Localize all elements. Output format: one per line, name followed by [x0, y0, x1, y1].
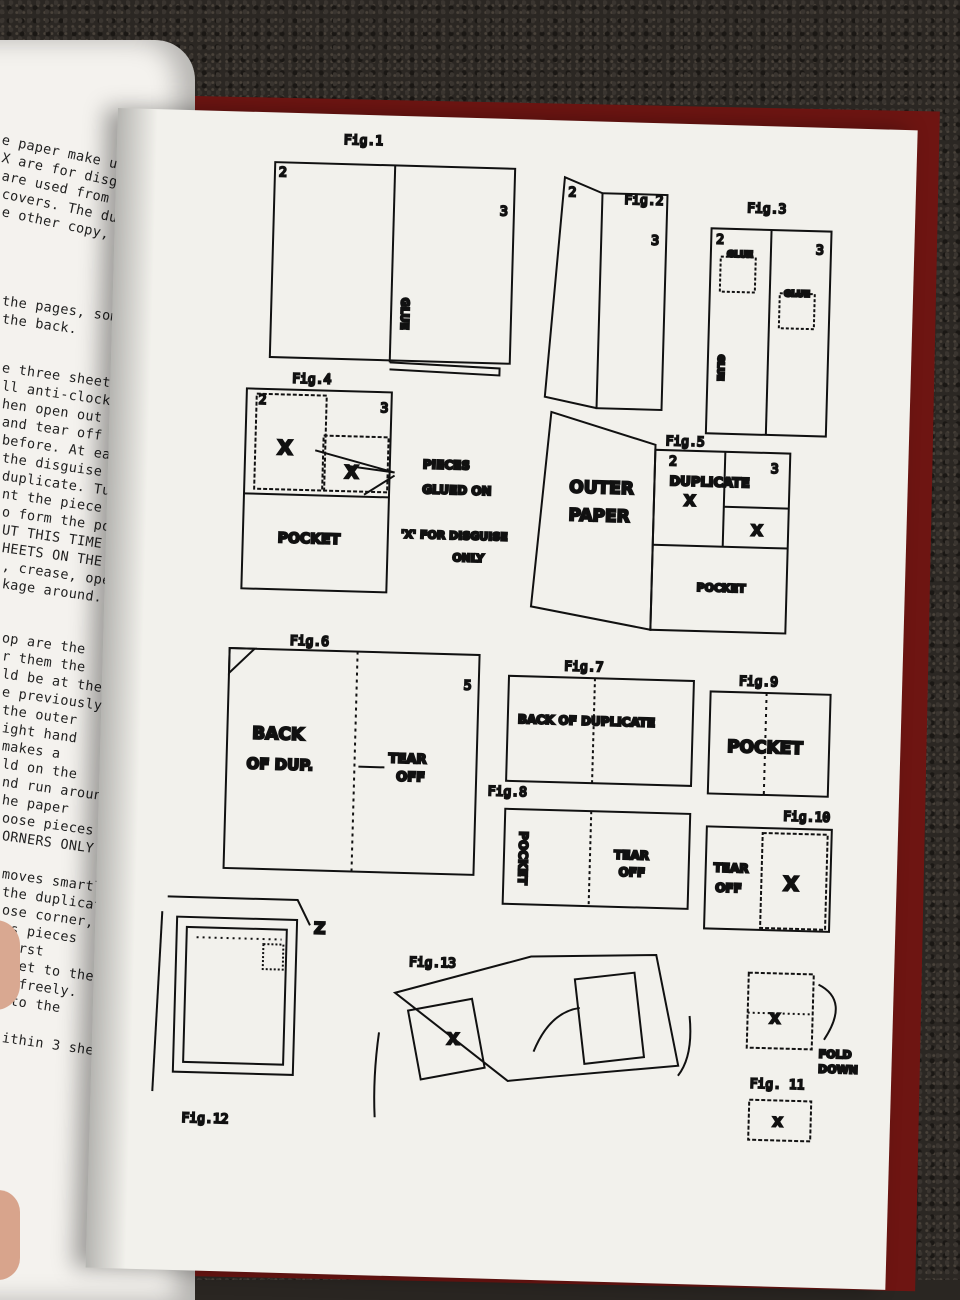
fig4-only: ONLY	[452, 551, 485, 565]
fig5-paper: PAPER	[568, 505, 630, 527]
fig13-x: X	[447, 1029, 461, 1048]
figure-13: Fig.13 X	[373, 954, 692, 1118]
fig5-number-3: 3	[771, 462, 779, 477]
fig1-glue: GLUE	[398, 298, 412, 330]
fig6-back: BACK	[252, 724, 305, 745]
fig3-caption: Fig.3	[747, 201, 787, 217]
fig6-off: OFF	[396, 770, 425, 786]
figure-2: Fig.2 2 3	[543, 175, 669, 412]
fig6-caption: Fig.6	[290, 634, 330, 650]
figure-10: Fig.10 TEAR OFF X	[703, 809, 833, 933]
figure-9: Fig.9 POCKET	[706, 673, 832, 798]
figure-11: X FOLD DOWN Fig. 11 X	[745, 971, 859, 1143]
fig1-number-3: 3	[500, 204, 508, 219]
fig3-glue-b: GLUE	[784, 289, 811, 300]
figure-1: Fig.1 2 3 GLUE	[268, 132, 517, 377]
fig5-number-2: 2	[669, 454, 677, 469]
fig4-x-note: 'X' FOR DISGUISE	[401, 528, 508, 544]
fig3-glue-c: GLUE	[714, 354, 725, 381]
fig4-number-3: 3	[380, 401, 388, 416]
figure-8: Fig.8 POCKET TEAR OFF	[487, 783, 692, 910]
fig11-caption: Fig. 11	[749, 1077, 804, 1094]
figure-4: Fig.4 2 3 X X PIECES GLUED ON 'X' FOR DI…	[240, 371, 509, 594]
fig2-number-2: 2	[568, 185, 576, 200]
fig6-of-dup: OF DUP.	[246, 755, 313, 775]
fig5-outer: OUTER	[569, 477, 634, 499]
fig10-tear: TEAR	[714, 861, 749, 876]
fig8-tear: TEAR	[614, 848, 649, 863]
fig3-number-3: 3	[816, 243, 824, 258]
fig6-tear: TEAR	[388, 751, 426, 767]
fig8-pocket: POCKET	[515, 831, 531, 886]
fig6-number-5: 5	[463, 679, 471, 694]
fig11-down: DOWN	[818, 1063, 858, 1077]
fig12-z: Z	[314, 918, 326, 937]
fig4-x2: X	[344, 462, 359, 483]
fig5-x2: X	[751, 522, 763, 540]
figure-5: Fig.5 2 3 OUTER PAPER DUPLICATE X X POCK…	[529, 410, 792, 635]
fig1-caption: Fig.1	[344, 133, 384, 149]
fig8-off: OFF	[618, 865, 645, 880]
fig4-caption: Fig.4	[292, 372, 332, 388]
fig4-glued-on: GLUED ON	[422, 482, 492, 498]
thumb-lower	[0, 1190, 20, 1280]
fig2-caption: Fig.2	[624, 193, 664, 209]
fig10-off: OFF	[715, 881, 742, 896]
fig7-caption: Fig.7	[564, 659, 604, 675]
fig4-number-2: 2	[258, 393, 266, 408]
fig5-x1: X	[684, 492, 696, 510]
fig10-x: X	[783, 872, 800, 896]
fig9-pocket: POCKET	[727, 737, 804, 759]
fig1-number-2: 2	[279, 165, 287, 180]
fig3-glue-a: GLUE	[727, 250, 754, 261]
fig5-caption: Fig.5	[665, 434, 705, 450]
fig13-caption: Fig.13	[409, 955, 456, 971]
fig5-pocket: POCKET	[696, 581, 746, 595]
fig4-x1: X	[277, 435, 294, 459]
fig12-caption: Fig.12	[181, 1111, 228, 1127]
fig4-pieces: PIECES	[423, 457, 470, 472]
fig11-x1: X	[769, 1011, 780, 1027]
fig11-fold: FOLD	[818, 1048, 851, 1062]
fig7-text: BACK OF DUPLICATE	[518, 712, 656, 730]
fig9-caption: Fig.9	[739, 674, 779, 690]
fig2-number-3: 3	[651, 234, 659, 249]
figure-12: Z Fig.12	[151, 895, 327, 1128]
figure-7: Fig.7 BACK OF DUPLICATE	[505, 658, 695, 787]
figure-6: Fig.6 5 BACK OF DUP. TEAR OFF	[222, 633, 481, 876]
thumb	[0, 920, 20, 1010]
fig11-x2: X	[772, 1115, 782, 1130]
fig8-caption: Fig.8	[488, 784, 528, 800]
fig5-duplicate: DUPLICATE	[669, 474, 750, 491]
fig3-number-2: 2	[716, 232, 724, 247]
fig4-pocket: POCKET	[278, 530, 341, 548]
figure-3: Fig.3 2 3 GLUE GLUE GLUE	[704, 200, 833, 438]
fig10-caption: Fig.10	[783, 810, 830, 826]
